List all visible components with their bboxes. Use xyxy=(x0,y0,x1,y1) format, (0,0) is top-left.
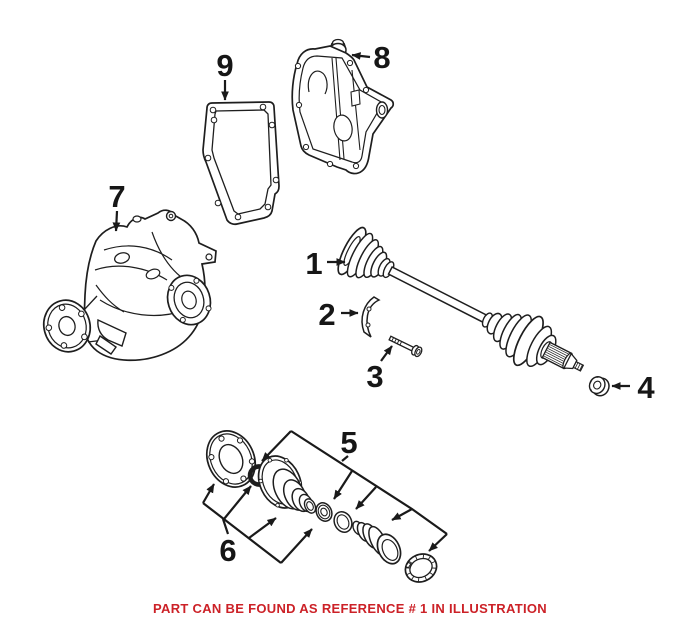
drive-flange-disc xyxy=(205,430,257,488)
callout-8: 8 xyxy=(373,40,390,75)
rubber-boot xyxy=(352,520,402,565)
diff-mount-ear-hole xyxy=(205,253,213,261)
diff-left-flange xyxy=(42,299,92,353)
callout-5: 5 xyxy=(340,425,357,460)
group-5-bracket xyxy=(261,430,448,552)
collar-nut-drawing xyxy=(588,376,610,397)
callout-2: 2 xyxy=(318,297,335,332)
boot-kit-drawing xyxy=(205,430,438,583)
bolt-drawing xyxy=(388,335,423,358)
callout-6: 6 xyxy=(219,533,236,568)
flanged-cv-boot xyxy=(257,455,317,514)
seal-ring xyxy=(315,502,333,522)
callout-7: 7 xyxy=(108,179,125,214)
callout-7-arrow xyxy=(112,210,121,232)
spline-teeth xyxy=(544,344,570,367)
clamp-ring xyxy=(404,553,438,583)
callout-8-arrow xyxy=(351,52,371,60)
differential-assembly-drawing xyxy=(42,209,217,362)
lock-plate-drawing xyxy=(361,296,381,338)
cover-gasket-drawing xyxy=(202,101,280,226)
spacer-ring xyxy=(333,511,353,533)
callout-1: 1 xyxy=(305,246,322,281)
axle-shaft-drawing xyxy=(337,226,585,372)
differential-cover-drawing xyxy=(291,38,395,175)
group-6-bracket xyxy=(202,483,313,564)
diff-right-flange xyxy=(166,274,212,326)
callout-4: 4 xyxy=(637,370,655,405)
callout-3: 3 xyxy=(366,359,383,394)
diff-oil-plug xyxy=(113,252,131,264)
reference-note: PART CAN BE FOUND AS REFERENCE # 1 IN IL… xyxy=(153,601,547,616)
callout-9: 9 xyxy=(216,48,233,83)
callout-3-arrow xyxy=(380,345,393,362)
illustration-canvas: 1 2 3 4 5 6 7 8 9 xyxy=(42,38,655,583)
